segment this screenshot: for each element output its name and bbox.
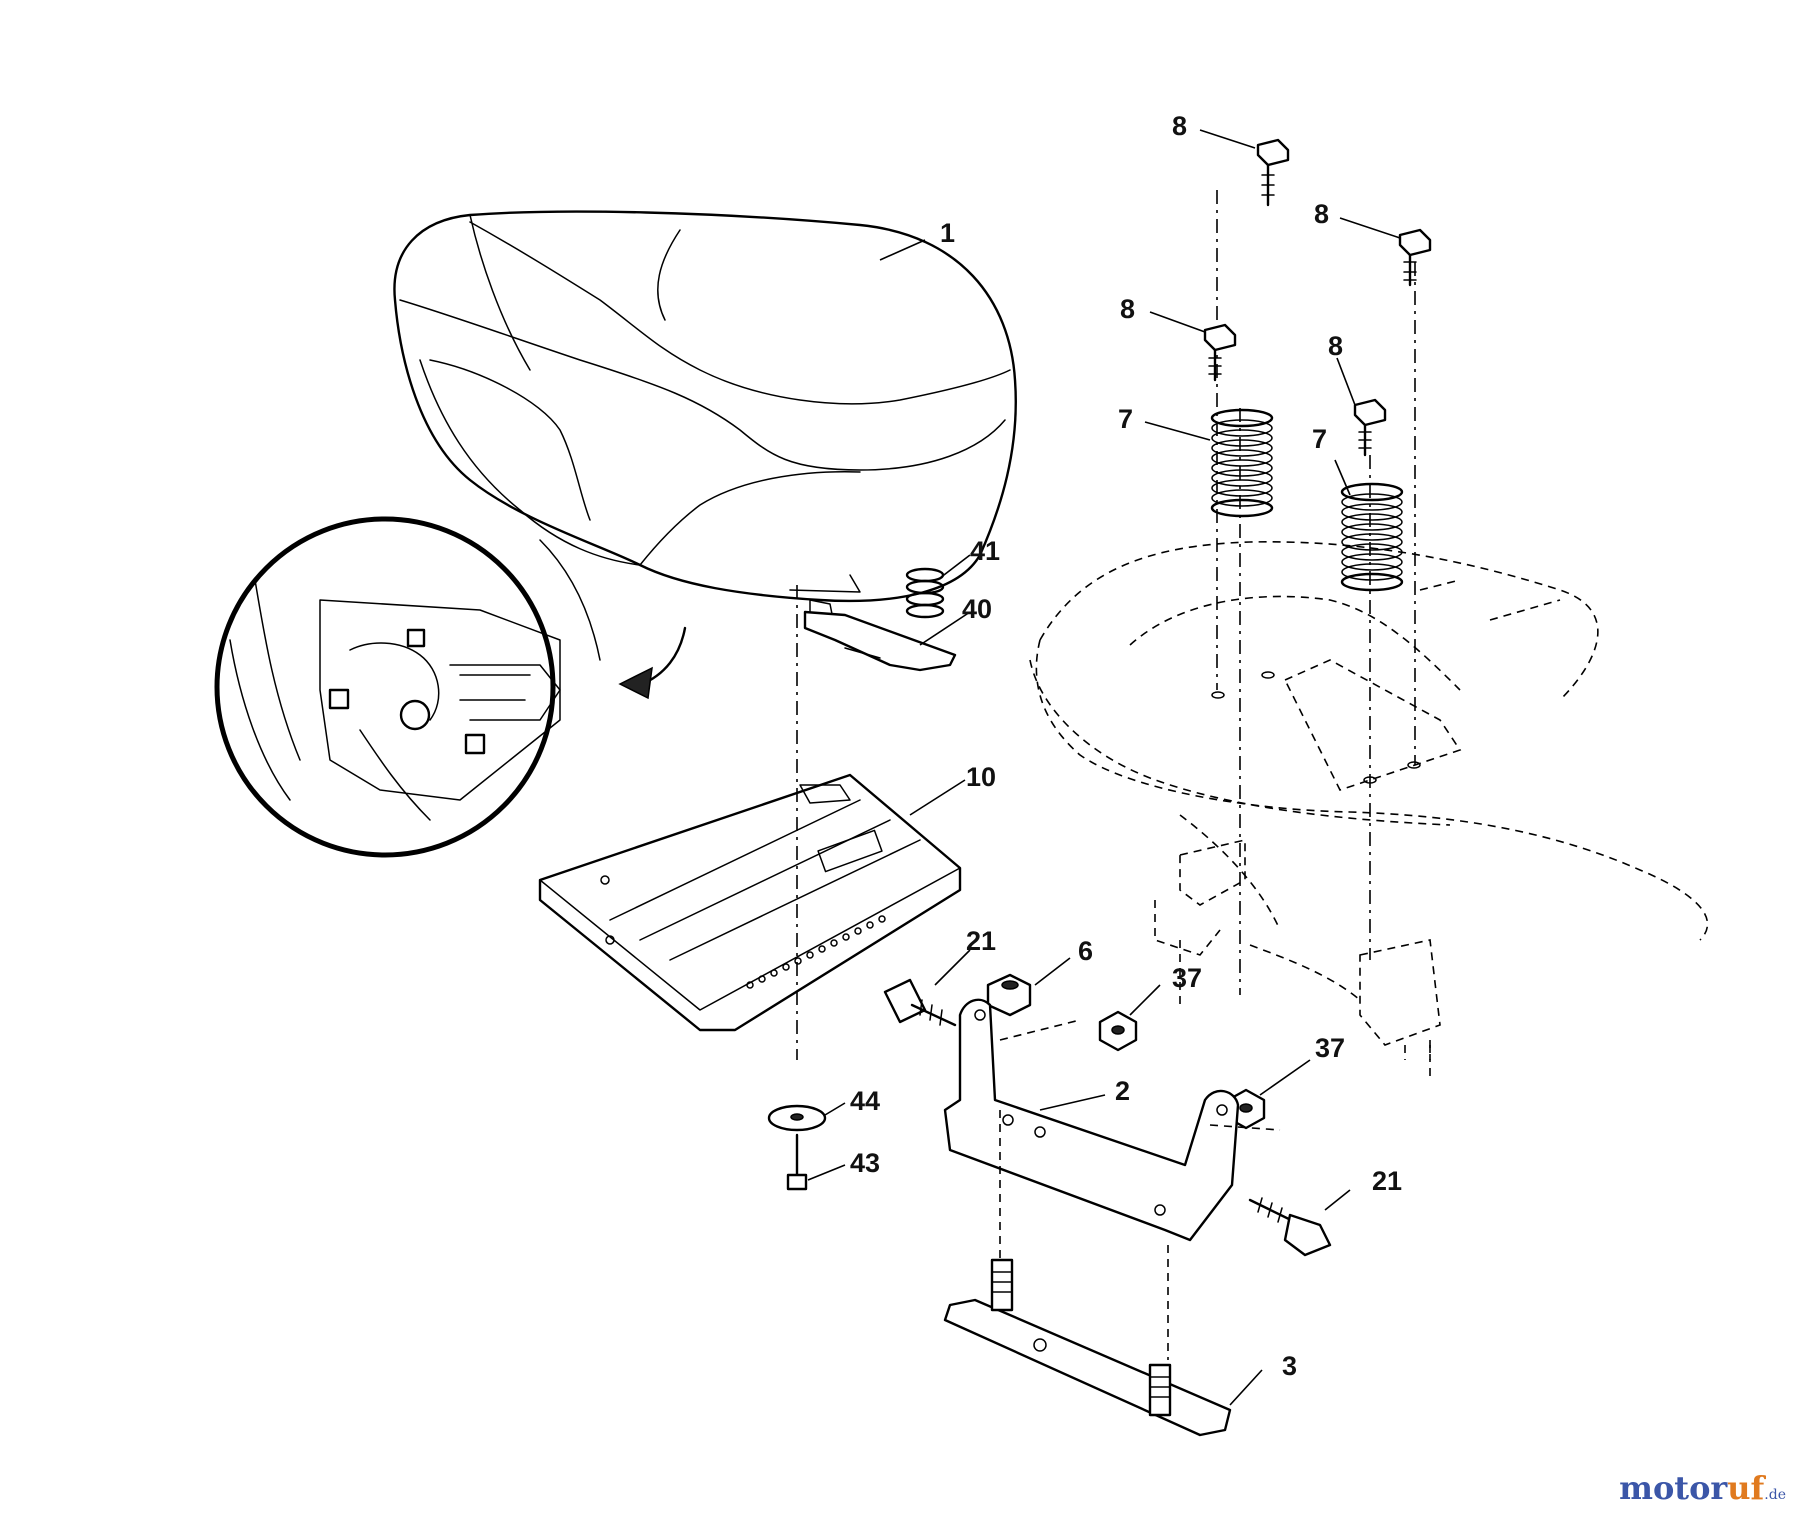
callout-3: 3 — [1282, 1351, 1297, 1381]
callout-10: 10 — [966, 762, 996, 792]
callout-37-lower: 37 — [1315, 1033, 1345, 1063]
bolt-part-8-d — [1353, 398, 1387, 457]
callout-1: 1 — [940, 218, 955, 248]
bolt-part-21-left — [883, 978, 957, 1027]
plate-part-3 — [943, 1258, 1232, 1437]
leader-lines — [807, 129, 1401, 1406]
callout-7-left: 7 — [1118, 404, 1133, 434]
callout-44: 44 — [850, 1086, 880, 1116]
spring-part-7-left — [1210, 408, 1274, 518]
callout-7-right: 7 — [1312, 424, 1327, 454]
watermark-main: motor — [1619, 1469, 1728, 1507]
callout-21-right: 21 — [1372, 1166, 1402, 1196]
callout-2: 2 — [1115, 1076, 1130, 1106]
spring-part-41 — [905, 567, 945, 619]
callout-8-a: 8 — [1172, 111, 1187, 141]
spring-part-7-right — [1340, 482, 1404, 592]
nut-part-37-upper — [1098, 1010, 1138, 1052]
seat-part-1 — [393, 210, 1017, 603]
bracket-part-2 — [943, 998, 1281, 1360]
callout-40: 40 — [962, 594, 992, 624]
bolt-part-8-b — [1398, 228, 1432, 287]
callout-8-b: 8 — [1314, 199, 1329, 229]
callout-41: 41 — [970, 536, 1000, 566]
detail-arrow-icon — [618, 626, 687, 700]
callout-37-upper: 37 — [1172, 963, 1202, 993]
callout-6: 6 — [1078, 936, 1093, 966]
mower-frame-outline — [1029, 541, 1709, 1080]
bolt-part-8-a — [1256, 138, 1290, 207]
bolt-part-21-right — [1248, 1197, 1332, 1257]
callout-8-c: 8 — [1120, 294, 1135, 324]
watermark-logo: motoruf.de — [1619, 1469, 1786, 1507]
nut-part-6 — [986, 973, 1032, 1017]
watermark-accent: uf — [1727, 1469, 1765, 1507]
bolt-part-8-c — [1203, 323, 1237, 382]
callout-21-left: 21 — [966, 926, 996, 956]
bolt-part-43 — [786, 1133, 808, 1191]
callout-8-d: 8 — [1328, 331, 1343, 361]
bracket-part-40 — [803, 599, 957, 672]
callout-43: 43 — [850, 1148, 880, 1178]
detail-inset-circle — [214, 516, 601, 858]
seat-pan-part-10 — [538, 773, 962, 1032]
callout-labels: 1 41 40 10 21 6 37 37 2 21 3 8 8 8 8 7 7… — [850, 111, 1402, 1381]
washer-part-44 — [767, 1104, 827, 1132]
watermark-suffix: .de — [1764, 1487, 1786, 1503]
